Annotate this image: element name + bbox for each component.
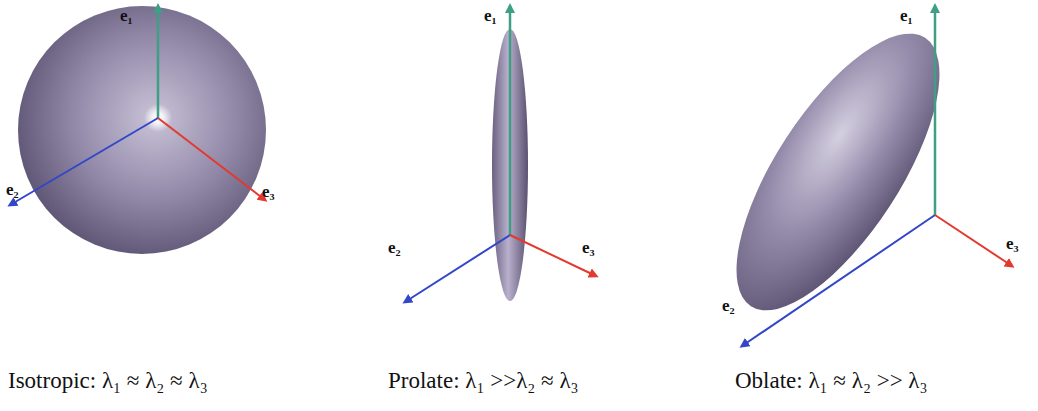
caption: Prolate: λ₁ >>λ₂ ≈ λ₃ — [388, 368, 579, 394]
caption: Isotropic: λ₁ ≈ λ₂ ≈ λ₃ — [8, 368, 208, 394]
axis-label: e₁ — [484, 6, 497, 26]
axis-label: e₁ — [900, 6, 913, 26]
axis-label: e₂ — [722, 296, 735, 316]
axis-label: e₁ — [120, 6, 133, 26]
axis-label: e₃ — [262, 182, 275, 202]
axis-label: e₃ — [582, 238, 595, 258]
axis-label: e₂ — [388, 238, 401, 258]
axis-label: e₂ — [6, 180, 19, 200]
caption: Oblate: λ₁ ≈ λ₂ >> λ₃ — [735, 368, 928, 394]
axis-label: e₃ — [1006, 234, 1019, 254]
